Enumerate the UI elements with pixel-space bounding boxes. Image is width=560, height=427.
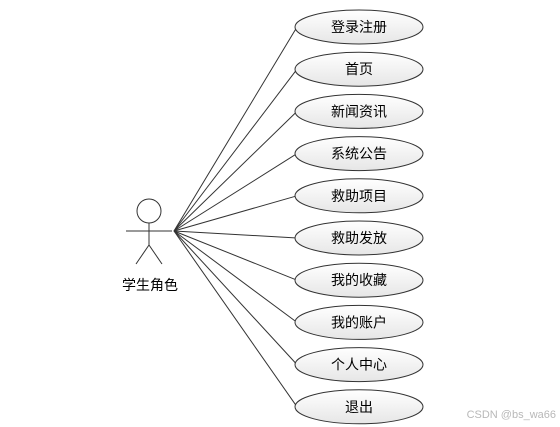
use-case-ellipse — [294, 9, 424, 45]
use-case[interactable]: 系统公告 — [294, 136, 424, 172]
association-line — [173, 230, 298, 365]
actor-head — [136, 198, 162, 224]
use-case[interactable]: 首页 — [294, 51, 424, 87]
use-case[interactable]: 我的收藏 — [294, 262, 424, 298]
use-case-ellipse — [294, 51, 424, 87]
use-case[interactable]: 救助发放 — [294, 220, 424, 256]
association-line — [173, 230, 298, 239]
use-case-ellipse — [294, 304, 424, 340]
use-case-ellipse — [294, 178, 424, 214]
use-case-label: 退出 — [345, 400, 373, 416]
use-case-label: 登录注册 — [331, 20, 387, 36]
use-case[interactable]: 救助项目 — [294, 178, 424, 214]
use-case[interactable]: 登录注册 — [294, 9, 424, 45]
use-case-label: 首页 — [345, 62, 373, 78]
association-line — [173, 111, 298, 232]
use-case[interactable]: 退出 — [294, 389, 424, 425]
use-case[interactable]: 我的账户 — [294, 304, 424, 340]
association-lines — [173, 26, 298, 408]
actor-left-leg — [135, 244, 150, 265]
use-case-ellipse — [294, 389, 424, 425]
association-line — [173, 230, 298, 408]
use-case-label: 我的收藏 — [331, 273, 387, 289]
use-case[interactable]: 新闻资讯 — [294, 93, 424, 129]
association-line — [173, 230, 298, 281]
actor-right-leg — [148, 244, 163, 265]
association-line — [173, 195, 298, 232]
use-case-label: 系统公告 — [331, 147, 387, 163]
association-line — [173, 68, 298, 232]
watermark: CSDN @bs_wa66 — [466, 409, 556, 421]
association-line — [173, 153, 298, 232]
use-case-ellipse — [294, 136, 424, 172]
use-case-ellipse — [294, 262, 424, 298]
use-case-label: 我的账户 — [331, 314, 387, 331]
use-case-label: 救助发放 — [331, 231, 387, 247]
association-line — [173, 26, 298, 232]
actor-student[interactable]: 学生角色 — [122, 198, 178, 294]
actor-label: 学生角色 — [122, 277, 178, 294]
use-case-ellipse — [294, 220, 424, 256]
use-case-ellipse — [294, 93, 424, 129]
use-case-label: 个人中心 — [331, 358, 387, 374]
use-case[interactable]: 个人中心 — [294, 347, 424, 383]
use-case-label: 新闻资讯 — [331, 104, 387, 120]
use-case-ellipse — [294, 347, 424, 383]
use-case-label: 救助项目 — [331, 189, 387, 205]
association-line — [173, 230, 298, 323]
